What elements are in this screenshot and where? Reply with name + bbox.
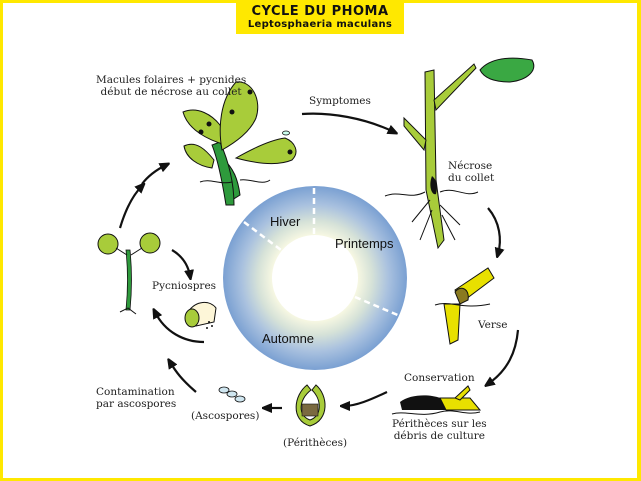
label-debris-line2: débris de culture	[393, 430, 485, 442]
diseased-plant-icon	[182, 81, 297, 206]
season-hiver: Hiver	[270, 214, 301, 229]
cycle-arrows	[118, 112, 520, 408]
lodged-stem-icon	[434, 267, 495, 345]
label-macules-line1: Macules folaires + pycnides	[96, 74, 247, 86]
label-contamination: Contamination par ascospores	[96, 386, 176, 410]
divider-automne-hiver	[243, 221, 282, 251]
label-perithecia: (Périthèces)	[283, 437, 348, 449]
arrow-to-plant	[141, 165, 166, 185]
label-conservation: Conservation	[404, 372, 475, 384]
ring-hole	[272, 235, 358, 321]
title-banner: CYCLE DU PHOMA Leptosphaeria maculans	[236, 3, 404, 34]
label-necrose: Nécrose du collet	[448, 160, 494, 184]
arrow-contamination	[170, 362, 197, 393]
arrow-pycnidium	[155, 312, 205, 344]
season-printemps: Printemps	[335, 236, 394, 251]
label-contamination-line1: Contamination	[96, 386, 175, 398]
label-pycniospores: Pycniospres	[152, 280, 217, 292]
season-automne: Automne	[262, 331, 315, 346]
arrow-seedling	[118, 186, 142, 229]
arrow-conservation	[488, 329, 520, 384]
label-contamination-line2: par ascospores	[96, 398, 177, 410]
diagram-title: CYCLE DU PHOMA	[251, 4, 389, 19]
arrow-verse	[487, 207, 500, 254]
divider-printemps-automne	[354, 295, 401, 318]
necrotic-stem-icon	[384, 57, 535, 250]
pycnidium-icon	[184, 302, 217, 329]
arrow-symptomes	[301, 112, 394, 132]
ascospores-icon	[218, 386, 246, 403]
arrow-perithecia	[344, 391, 388, 406]
perithecium-icon	[295, 384, 326, 427]
crop-debris-icon	[391, 385, 482, 415]
label-ascospores: (Ascospores)	[191, 410, 260, 422]
diagram-subtitle: Leptosphaeria maculans	[247, 19, 393, 30]
label-debris: Périthèces sur les débris de culture	[392, 418, 487, 442]
label-macules-line2: début de nécrose au collet	[100, 86, 242, 98]
label-symptomes: Symptomes	[309, 95, 371, 107]
label-necrose-line2: du collet	[448, 172, 495, 184]
label-macules: Macules folaires + pycnides début de néc…	[96, 74, 246, 98]
label-verse: Verse	[478, 319, 508, 331]
label-debris-line1: Périthèces sur les	[392, 418, 487, 430]
label-necrose-line1: Nécrose	[448, 160, 493, 172]
arrow-pycniospores	[171, 249, 190, 276]
season-ring	[223, 186, 407, 370]
seedling-icon	[97, 232, 161, 315]
